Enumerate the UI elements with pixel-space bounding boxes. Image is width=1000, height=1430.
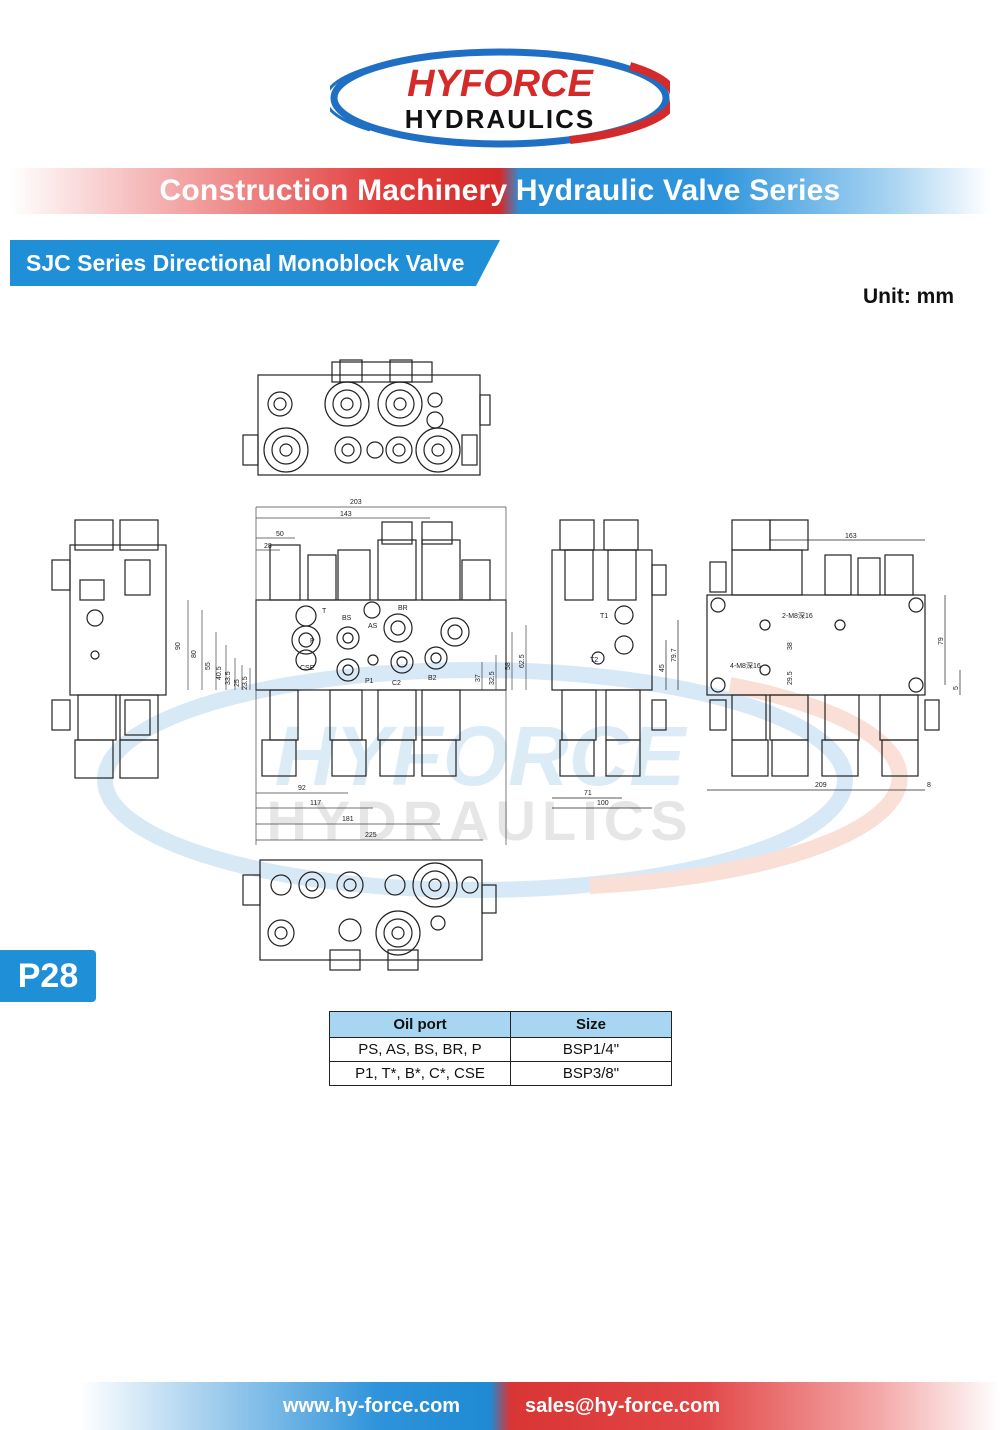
dim-58: 58	[505, 662, 512, 670]
dim-79: 79	[938, 637, 945, 645]
dim-55: 55	[205, 662, 212, 670]
dim-209: 209	[815, 782, 827, 789]
table-row: P1, T*, B*, C*, CSE BSP3/8"	[329, 1061, 672, 1086]
right-side-view	[551, 519, 679, 809]
footer-bar: www.hy-force.com sales@hy-force.com	[0, 1382, 1000, 1430]
table-row: PS, AS, BS, BR, P BSP1/4"	[329, 1037, 672, 1062]
website-link[interactable]: www.hy-force.com	[283, 1395, 461, 1417]
dim-8: 8	[927, 782, 931, 789]
dim-143: 143	[340, 511, 352, 518]
port-label-t1: T1	[600, 613, 608, 620]
dim-37: 37	[475, 674, 482, 682]
dim-90: 90	[175, 642, 182, 650]
port-label-b2: B2	[428, 675, 437, 682]
column-header-oil-port: Oil port	[329, 1011, 511, 1038]
brand-logo: HYFORCE HYDRAULICS	[324, 48, 679, 148]
unit-label: Unit: mm	[863, 285, 954, 308]
port-label-p1: P1	[365, 678, 374, 685]
series-banner: Construction Machinery Hydraulic Valve S…	[10, 168, 990, 214]
thread-callout-4: 4-M8深16	[730, 661, 761, 670]
dim-32-5: 32.5	[489, 671, 496, 685]
back-view	[706, 519, 961, 791]
dim-23-5: 23.5	[242, 676, 249, 690]
port-label-cse: CSE	[300, 665, 315, 672]
dim-40-5: 40.5	[216, 666, 223, 680]
dim-50: 50	[276, 531, 284, 538]
port-label-as: AS	[368, 623, 378, 630]
column-header-size: Size	[510, 1011, 672, 1038]
page-number-badge: P28	[0, 950, 96, 1002]
table-header-row: Oil port Size	[329, 1011, 672, 1038]
oil-port-table: Oil port Size PS, AS, BS, BR, P BSP1/4" …	[329, 1011, 672, 1086]
table-cell-size: BSP1/4"	[510, 1037, 672, 1062]
section-title: SJC Series Directional Monoblock Valve	[26, 250, 465, 276]
front-view	[255, 521, 507, 777]
watermark: HYFORCE HYDRAULICS	[97, 662, 908, 898]
port-label-bs: BS	[342, 615, 352, 622]
dim-100: 100	[597, 800, 609, 807]
top-view	[242, 359, 491, 476]
thread-callout-2: 2-M8深16	[782, 611, 813, 620]
email-link[interactable]: sales@hy-force.com	[525, 1395, 721, 1417]
port-label-t2: T2	[590, 657, 598, 664]
technical-drawing: HYFORCE HYDRAULICS	[30, 340, 980, 990]
dim-117: 117	[310, 800, 321, 807]
dim-203: 203	[350, 499, 362, 506]
port-label-t: T	[322, 608, 327, 615]
watermark-line2: HYDRAULICS	[266, 789, 693, 852]
table-cell-oil-port: PS, AS, BS, BR, P	[329, 1037, 511, 1062]
dim-25: 25	[234, 679, 241, 687]
dim-225: 225	[365, 832, 377, 839]
dim-71: 71	[584, 790, 592, 797]
dim-45: 45	[659, 664, 666, 672]
table-cell-oil-port: P1, T*, B*, C*, CSE	[329, 1061, 511, 1086]
dim-92: 92	[298, 785, 306, 792]
bottom-view	[242, 859, 497, 971]
port-label-c2: C2	[392, 680, 401, 687]
dim-80: 80	[191, 650, 198, 658]
dim-33-5: 33.5	[225, 671, 232, 685]
port-label-br: BR	[398, 605, 408, 612]
watermark-line1: HYFORCE	[275, 709, 689, 803]
dim-5: 5	[953, 686, 960, 690]
section-header: SJC Series Directional Monoblock Valve	[10, 240, 500, 286]
table-cell-size: BSP3/8"	[510, 1061, 672, 1086]
logo-line1: HYFORCE	[407, 63, 594, 105]
port-label-p: P	[310, 638, 315, 645]
logo-line2: HYDRAULICS	[405, 104, 595, 134]
dim-29-5: 29.5	[787, 671, 794, 685]
banner-title: Construction Machinery Hydraulic Valve S…	[159, 174, 841, 207]
dim-62-5: 62.5	[519, 654, 526, 668]
left-side-view	[51, 519, 167, 779]
dim-163: 163	[845, 533, 857, 540]
dim-181: 181	[342, 816, 354, 823]
dim-38: 38	[787, 642, 794, 650]
dim-28: 28	[264, 543, 272, 550]
front-dimensions	[187, 506, 527, 845]
dim-79-7: 79.7	[671, 648, 678, 662]
